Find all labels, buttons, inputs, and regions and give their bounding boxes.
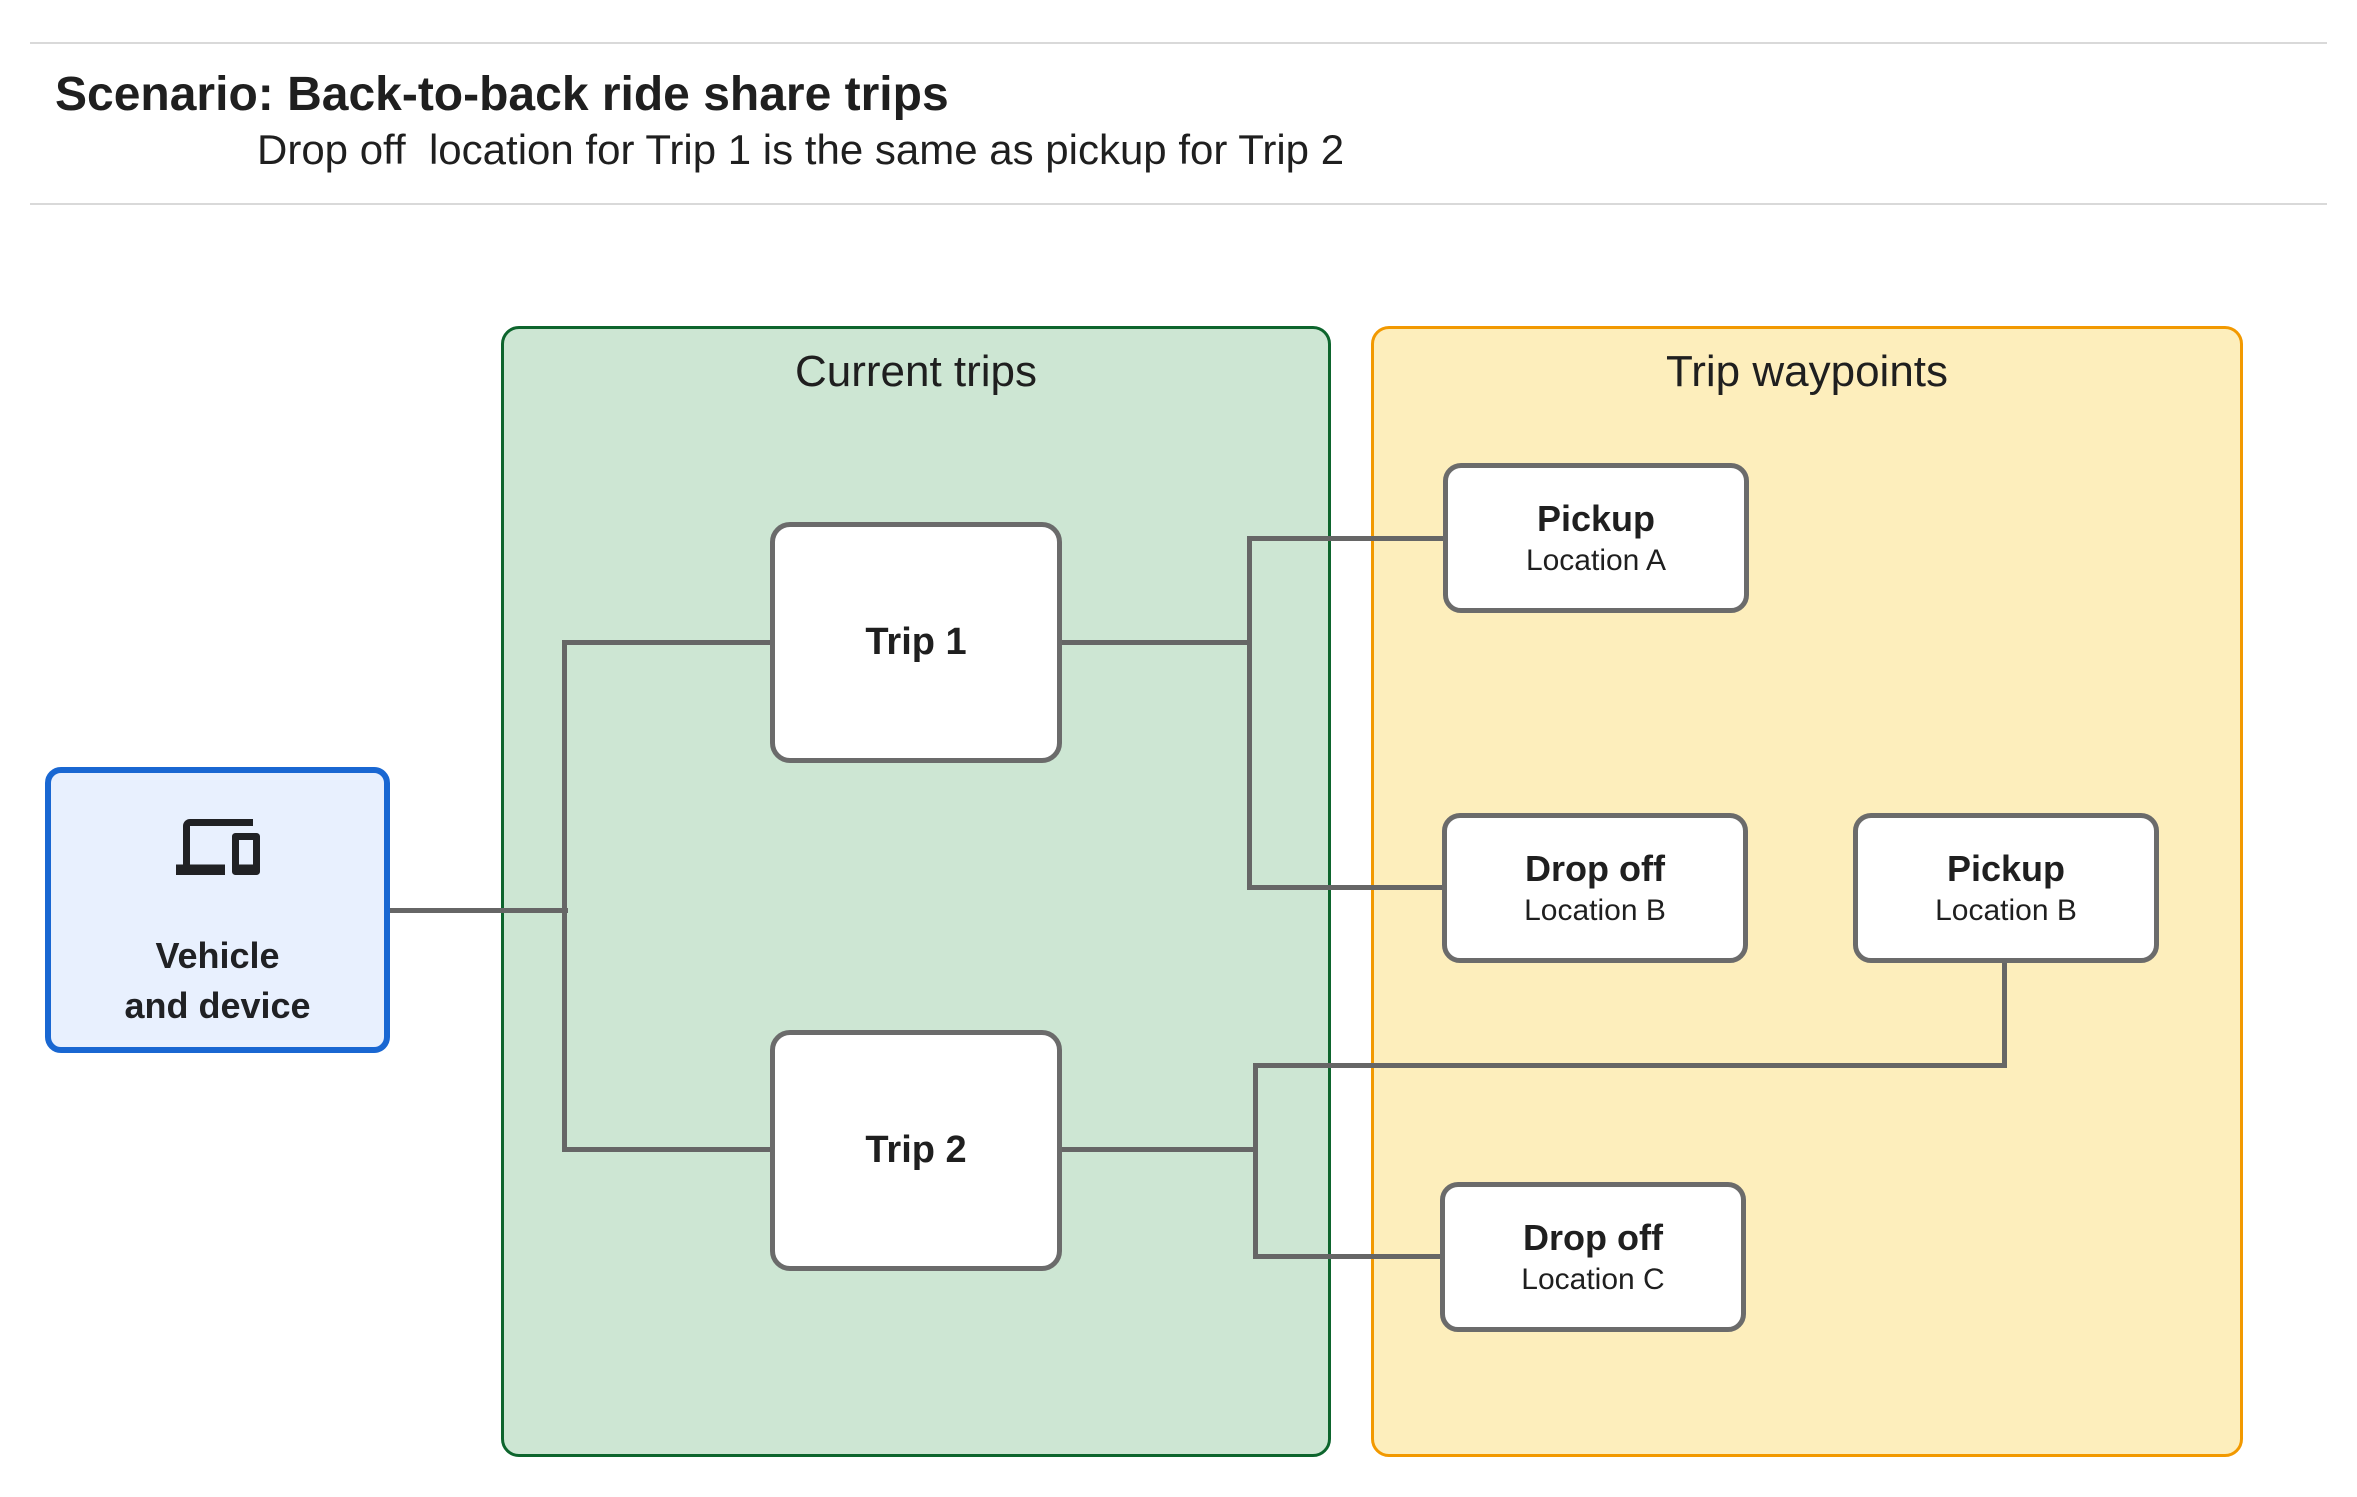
dropoff-b-subtitle: Location B xyxy=(1524,893,1666,927)
group-current-trips-label: Current trips xyxy=(794,347,1038,396)
connector-left-trunk xyxy=(562,640,567,1152)
devices-icon xyxy=(175,819,260,875)
connector-trip2-in xyxy=(562,1147,774,1152)
connector-dropoff-b-in xyxy=(1247,885,1447,890)
dropoff-c-subtitle: Location C xyxy=(1521,1262,1665,1296)
connector-pickup-b-down xyxy=(2002,958,2007,1068)
node-vehicle-and-device: Vehicle and device xyxy=(45,767,390,1053)
vehicle-label-line1: Vehicle xyxy=(155,935,280,976)
node-trip-1: Trip 1 xyxy=(770,522,1062,763)
divider-header-bottom xyxy=(30,203,2327,205)
connector-trip1-out xyxy=(1058,640,1252,645)
connector-pickup-a-in xyxy=(1247,536,1447,541)
node-dropoff-location-c: Drop off Location C xyxy=(1440,1182,1746,1332)
group-current-trips: Current trips xyxy=(501,326,1331,1457)
pickup-b-title: Pickup xyxy=(1946,847,2066,889)
trip-2-label: Trip 2 xyxy=(865,1129,967,1171)
vehicle-label: Vehicle and device xyxy=(51,931,384,1031)
divider-top xyxy=(30,42,2327,44)
vehicle-label-line2: and device xyxy=(124,985,311,1026)
node-pickup-location-b: Pickup Location B xyxy=(1853,813,2159,963)
dropoff-c-title: Drop off xyxy=(1523,1216,1663,1258)
page-subtitle: Drop off location for Trip 1 is the same… xyxy=(257,126,1345,173)
node-trip-2: Trip 2 xyxy=(770,1030,1062,1271)
connector-trip2-out xyxy=(1058,1147,1258,1152)
node-pickup-location-a: Pickup Location A xyxy=(1443,463,1749,613)
pickup-a-title: Pickup xyxy=(1536,497,1656,539)
connector-dropoff-c-in xyxy=(1253,1254,1445,1259)
connector-trip2-trunk xyxy=(1253,1063,1258,1259)
group-trip-waypoints-label: Trip waypoints xyxy=(1665,347,1949,396)
page-title: Scenario: Back-to-back ride share trips xyxy=(55,68,949,121)
dropoff-b-title: Drop off xyxy=(1525,847,1665,889)
node-dropoff-location-b: Drop off Location B xyxy=(1442,813,1748,963)
pickup-a-subtitle: Location A xyxy=(1525,543,1667,577)
connector-trip1-in xyxy=(562,640,774,645)
connector-trip1-trunk xyxy=(1247,536,1252,890)
trip-1-label: Trip 1 xyxy=(865,621,967,663)
connector-pickup-b-link xyxy=(1253,1063,2007,1068)
connector-vehicle-out xyxy=(382,908,568,913)
pickup-b-subtitle: Location B xyxy=(1935,893,2077,927)
